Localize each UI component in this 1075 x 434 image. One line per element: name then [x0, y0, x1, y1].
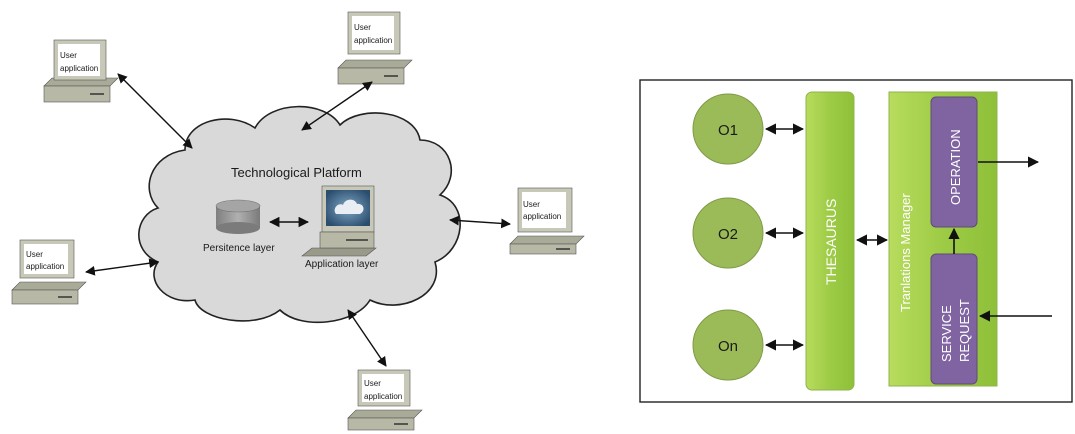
computer-label-line1: User [354, 23, 371, 32]
user-computer-top-right: User application [337, 11, 413, 85]
connector-right [449, 215, 511, 229]
connector-left [85, 258, 159, 276]
ontology-label: O1 [718, 122, 738, 139]
persistence-layer-label: Persitence layer [203, 243, 275, 254]
connector-top-right [301, 81, 373, 131]
user-computer-left: User application [11, 239, 87, 305]
computer-label-line2: application [364, 392, 402, 401]
computer-label-line2: application [26, 262, 64, 271]
computer-label-line1: User [60, 51, 77, 60]
connector-top-left [117, 73, 193, 149]
ontology-o2: O2 [692, 197, 764, 269]
ontology-o1: O1 [692, 93, 764, 165]
computer-label-line2: application [523, 212, 561, 221]
connector-bottom [347, 309, 387, 367]
computer-label-line1: User [523, 200, 540, 209]
computer-label-line1: User [26, 250, 43, 259]
service-request-label-line2: REQUEST [957, 299, 972, 362]
right-translation-diagram: O1 O2 On THESAURUS Tranlations Manager O… [639, 79, 1073, 403]
user-computer-bottom: User application [347, 369, 423, 431]
thesaurus-bar [805, 91, 855, 391]
application-server-icon [301, 185, 377, 257]
cloud-title: Technological Platform [231, 165, 362, 180]
operation-box [930, 96, 978, 228]
thesaurus-label: THESAURUS [823, 199, 839, 285]
ontology-on: On [692, 309, 764, 381]
user-computer-top-left: User application [43, 39, 119, 103]
computer-label-line2: application [60, 64, 98, 73]
service-request-label-line1: SERVICE [939, 305, 954, 362]
operation-label: OPERATION [948, 129, 963, 205]
database-icon [215, 199, 261, 234]
platform-cloud [138, 105, 461, 324]
left-architecture-diagram: Technological Platform Persitence layer … [11, 11, 585, 431]
ontology-label: On [718, 338, 738, 355]
ontology-label: O2 [718, 226, 738, 243]
user-computer-right: User application [509, 187, 585, 255]
translations-manager-label: Tranlations Manager [898, 193, 913, 312]
computer-label-line1: User [364, 379, 381, 388]
computer-label-line2: application [354, 36, 392, 45]
application-layer-label: Application layer [305, 259, 379, 270]
